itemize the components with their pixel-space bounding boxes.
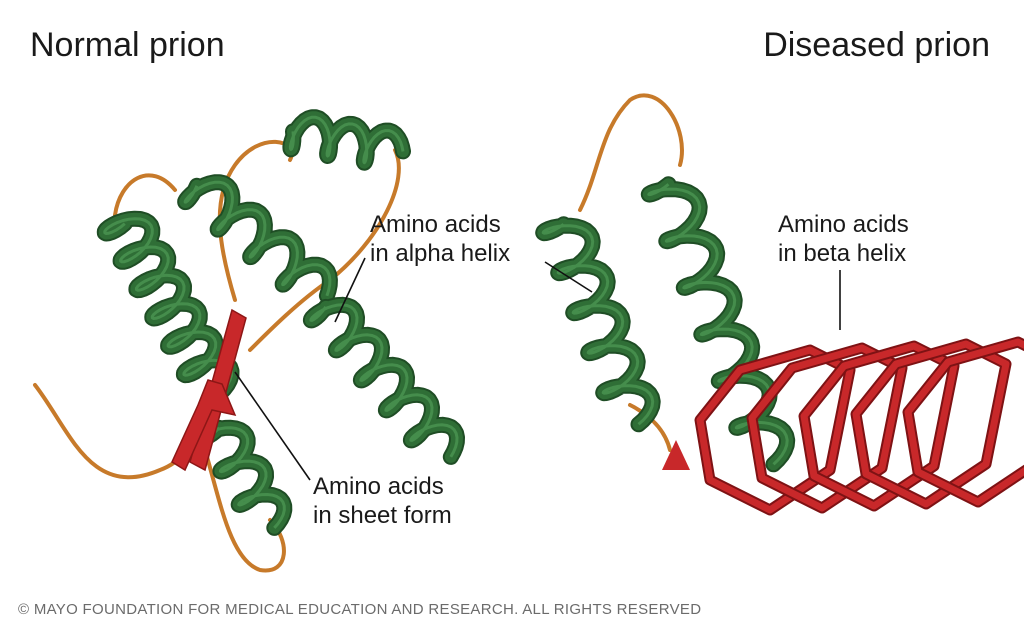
beta-helix-label: Amino acids in beta helix — [778, 210, 909, 268]
alpha-helix-highlight — [183, 180, 332, 297]
copyright-footer: © MAYO FOUNDATION FOR MEDICAL EDUCATION … — [18, 601, 702, 618]
loop-strand — [578, 93, 684, 212]
alpha-label-line2: in alpha helix — [370, 240, 511, 267]
alpha-helix — [302, 296, 465, 465]
beta-label-line2: in beta helix — [778, 240, 907, 267]
beta-helix-coil-body — [748, 344, 906, 512]
alpha-pointer-line-diseased — [544, 261, 593, 293]
alpha-helix-highlight — [200, 426, 286, 529]
sheet-label-line1: Amino acids — [313, 473, 444, 500]
alpha-helix-label: Amino acids in alpha helix — [370, 210, 510, 268]
beta-helix-coil-body — [852, 340, 1010, 508]
beta-label-line1: Amino acids — [778, 211, 909, 238]
alpha-helix-body — [179, 176, 336, 302]
sheet-label-line2: in sheet form — [313, 502, 452, 529]
beta-helix-coil-body — [696, 346, 854, 514]
loop-strand — [113, 173, 177, 217]
beta-helix-coil-body — [904, 338, 1024, 506]
loop-strand — [203, 448, 286, 573]
alpha-helix-highlight — [541, 223, 655, 426]
beta-sheet-arrow — [171, 379, 237, 472]
loop-strand — [628, 403, 672, 452]
alpha-helix-body — [304, 298, 463, 463]
normal-prion-title: Normal prion — [30, 26, 225, 64]
diseased-prion-title: Diseased prion — [763, 26, 990, 64]
beta-helix-arrowhead — [662, 440, 690, 470]
alpha-helix-highlight — [288, 115, 405, 165]
alpha-pointer-line — [334, 257, 366, 323]
sheet-form-label: Amino acids in sheet form — [313, 472, 452, 530]
alpha-helix-highlight — [309, 303, 459, 458]
beta-helix-coil-body — [800, 342, 958, 510]
alpha-label-line1: Amino acids — [370, 211, 501, 238]
sheet-pointer-line — [234, 371, 311, 481]
alpha-helix-highlight — [103, 217, 233, 395]
